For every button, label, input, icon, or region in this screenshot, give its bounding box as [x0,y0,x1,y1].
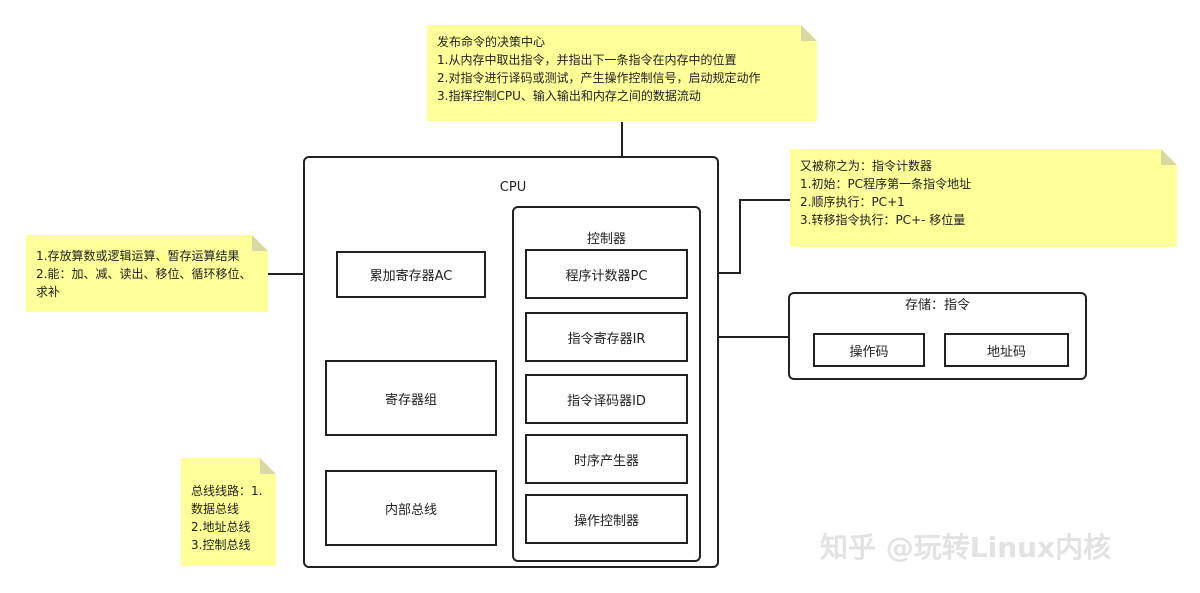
note-line: 2.对指令进行译码或测试，产生操作控制信号，启动规定动作 [437,71,761,85]
watermark: 知乎 @玩转Linux内核 [820,531,1112,564]
note-line: 1.存放算数或逻辑运算、暂存运算结果 [36,249,240,263]
note-fold-corner [260,458,276,474]
address-code-box: 地址码 [944,333,1069,367]
note-fold-corner [252,235,268,251]
instruction-decoder-id-box: 指令译码器ID [525,374,688,424]
note-line: 3.转移指令执行：PC+- 移位量 [800,213,966,227]
note-line: 2.顺序执行：PC+1 [800,195,905,209]
note-line: 3.控制总线 [191,538,251,552]
note-line: 1.从内存中取出指令，并指出下一条指令在内存中的位置 [437,53,737,67]
opcode-box: 操作码 [813,333,925,367]
program-counter-pc-box: 程序计数器PC [525,249,688,299]
note-line: 2.地址总线 [191,520,251,534]
instruction-register-ir-box: 指令寄存器IR [525,312,688,362]
note-line: 3.指挥控制CPU、输入输出和内存之间的数据流动 [437,89,701,103]
internal-bus-box: 内部总线 [325,470,497,546]
storage-title: 存储：指令 [904,298,970,313]
note-line: 2.能：加、减、读出、移位、循环移位、求补 [36,267,252,299]
note-fold-corner [801,25,817,41]
note-line: 发布命令的决策中心 [437,35,546,49]
accumulator-ac-box: 累加寄存器AC [336,251,486,298]
note-line: 1.初始：PC程序第一条指令地址 [800,177,972,191]
pc-sticky-note: 又被称之为：指令计数器 1.初始：PC程序第一条指令地址 2.顺序执行：PC+1… [790,149,1177,247]
accumulator-sticky-note: 1.存放算数或逻辑运算、暂存运算结果 2.能：加、减、读出、移位、循环移位、求补 [26,235,268,312]
controller-sticky-note: 发布命令的决策中心 1.从内存中取出指令，并指出下一条指令在内存中的位置 2.对… [427,25,817,121]
note-fold-corner [1161,149,1177,165]
bus-sticky-note: 总线线路：1.数据总线 2.地址总线 3.控制总线 [181,458,276,566]
register-group-box: 寄存器组 [325,360,497,436]
operation-controller-box: 操作控制器 [525,494,688,544]
note-line: 总线线路：1.数据总线 [191,484,263,516]
note-line: 又被称之为：指令计数器 [800,159,933,173]
controller-title: 控制器 [586,232,626,247]
timing-generator-box: 时序产生器 [525,434,688,484]
cpu-title: CPU [499,180,527,195]
